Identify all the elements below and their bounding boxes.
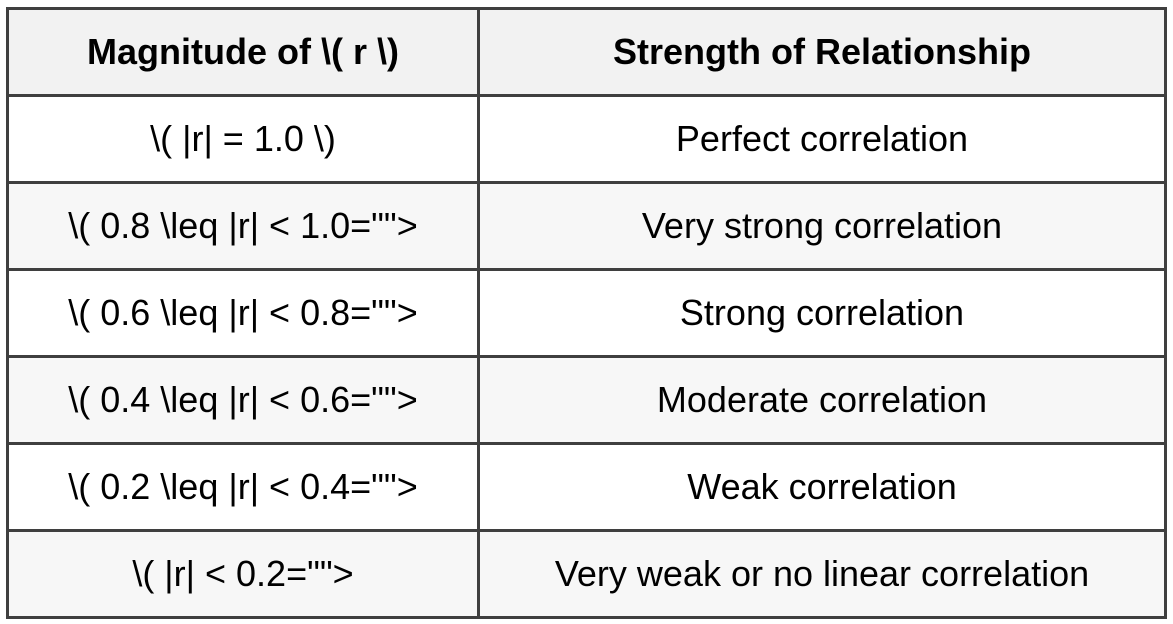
strength-cell: Weak correlation — [477, 442, 1167, 532]
strength-cell: Very strong correlation — [477, 181, 1167, 271]
table-row: \( 0.6 \leq |r| < 0.8=""> Strong correla… — [6, 268, 1167, 358]
magnitude-cell: \( |r| < 0.2=""> — [6, 529, 480, 619]
strength-cell: Perfect correlation — [477, 94, 1167, 184]
strength-cell: Strong correlation — [477, 268, 1167, 358]
magnitude-cell: \( 0.2 \leq |r| < 0.4=""> — [6, 442, 480, 532]
strength-cell: Moderate correlation — [477, 355, 1167, 445]
strength-cell: Very weak or no linear correlation — [477, 529, 1167, 619]
magnitude-cell: \( 0.4 \leq |r| < 0.6=""> — [6, 355, 480, 445]
table-row: \( 0.4 \leq |r| < 0.6=""> Moderate corre… — [6, 355, 1167, 445]
correlation-strength-table: Magnitude of \( r \) Strength of Relatio… — [6, 7, 1167, 619]
table-row: \( 0.2 \leq |r| < 0.4=""> Weak correlati… — [6, 442, 1167, 532]
table-row: \( |r| < 0.2=""> Very weak or no linear … — [6, 529, 1167, 619]
magnitude-cell: \( |r| = 1.0 \) — [6, 94, 480, 184]
magnitude-cell: \( 0.8 \leq |r| < 1.0=""> — [6, 181, 480, 271]
header-strength: Strength of Relationship — [477, 7, 1167, 97]
table-row: \( |r| = 1.0 \) Perfect correlation — [6, 94, 1167, 184]
table-row: \( 0.8 \leq |r| < 1.0=""> Very strong co… — [6, 181, 1167, 271]
magnitude-cell: \( 0.6 \leq |r| < 0.8=""> — [6, 268, 480, 358]
header-row: Magnitude of \( r \) Strength of Relatio… — [6, 7, 1167, 97]
header-magnitude: Magnitude of \( r \) — [6, 7, 480, 97]
